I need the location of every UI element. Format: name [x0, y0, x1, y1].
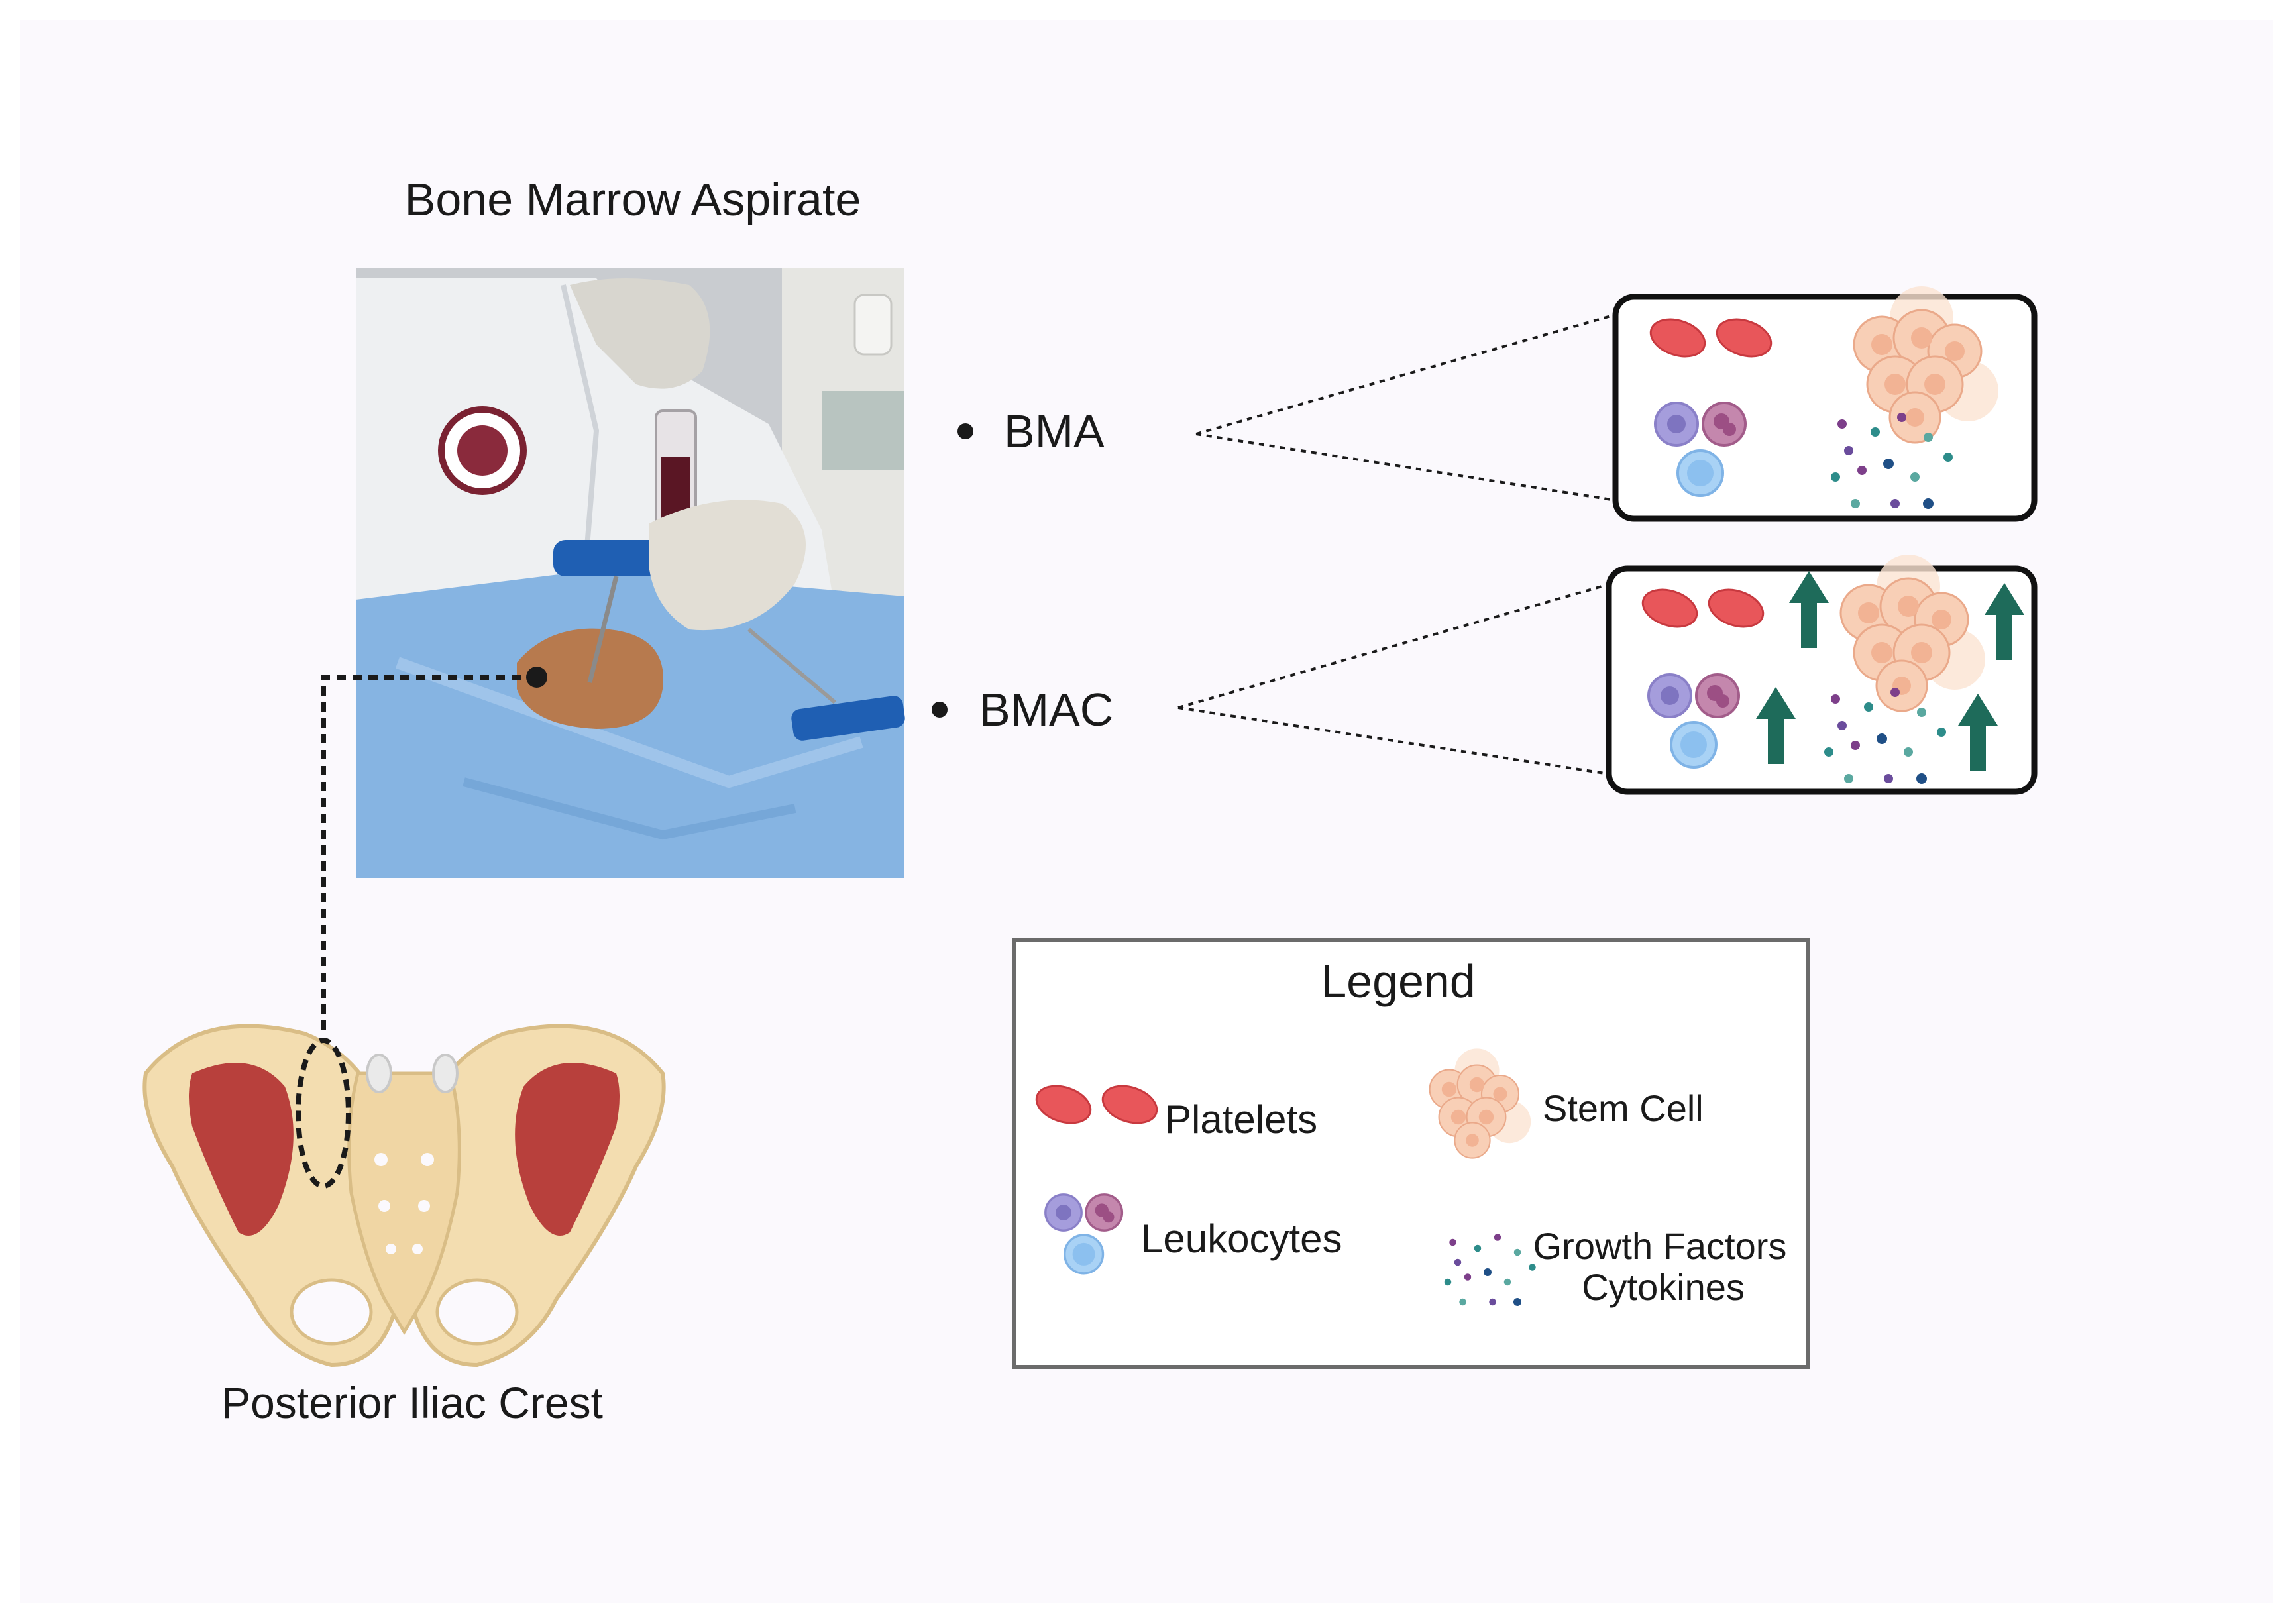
- procedure-photo: [356, 268, 905, 878]
- pelvis-label: Posterior Iliac Crest: [221, 1378, 603, 1427]
- photo-to-pelvis-connector: [321, 675, 537, 1034]
- zoom-lines-bmac: [1177, 583, 1610, 775]
- bullet-label-bma: BMA: [1004, 406, 1105, 457]
- bmac-composition-box: [1606, 553, 2038, 795]
- bma-composition-box: [1612, 285, 2038, 522]
- connector-dot: [526, 667, 547, 688]
- bullet-dot-bmac: [932, 702, 948, 718]
- bullet-label-bmac: BMAC: [979, 684, 1113, 735]
- legend-cytokines-label: Cytokines: [1582, 1266, 1745, 1308]
- legend-growth-factors-label: Growth Factors: [1533, 1225, 1787, 1267]
- bullet-dot-bma: [957, 423, 973, 439]
- zoom-lines-bma: [1195, 313, 1616, 502]
- photo-title: Bone Marrow Aspirate: [405, 174, 861, 225]
- legend-platelets-label: Platelets: [1165, 1097, 1317, 1142]
- legend-leukocytes-label: Leukocytes: [1141, 1217, 1342, 1261]
- legend: Legend Platelets Stem Cell Leukocytes Gr…: [1012, 938, 1810, 1369]
- pelvis-illustration: [142, 1024, 666, 1368]
- legend-title: Legend: [1321, 955, 1476, 1007]
- iliac-crest-marker: [296, 1038, 351, 1189]
- legend-stem-cell-label: Stem Cell: [1543, 1087, 1704, 1129]
